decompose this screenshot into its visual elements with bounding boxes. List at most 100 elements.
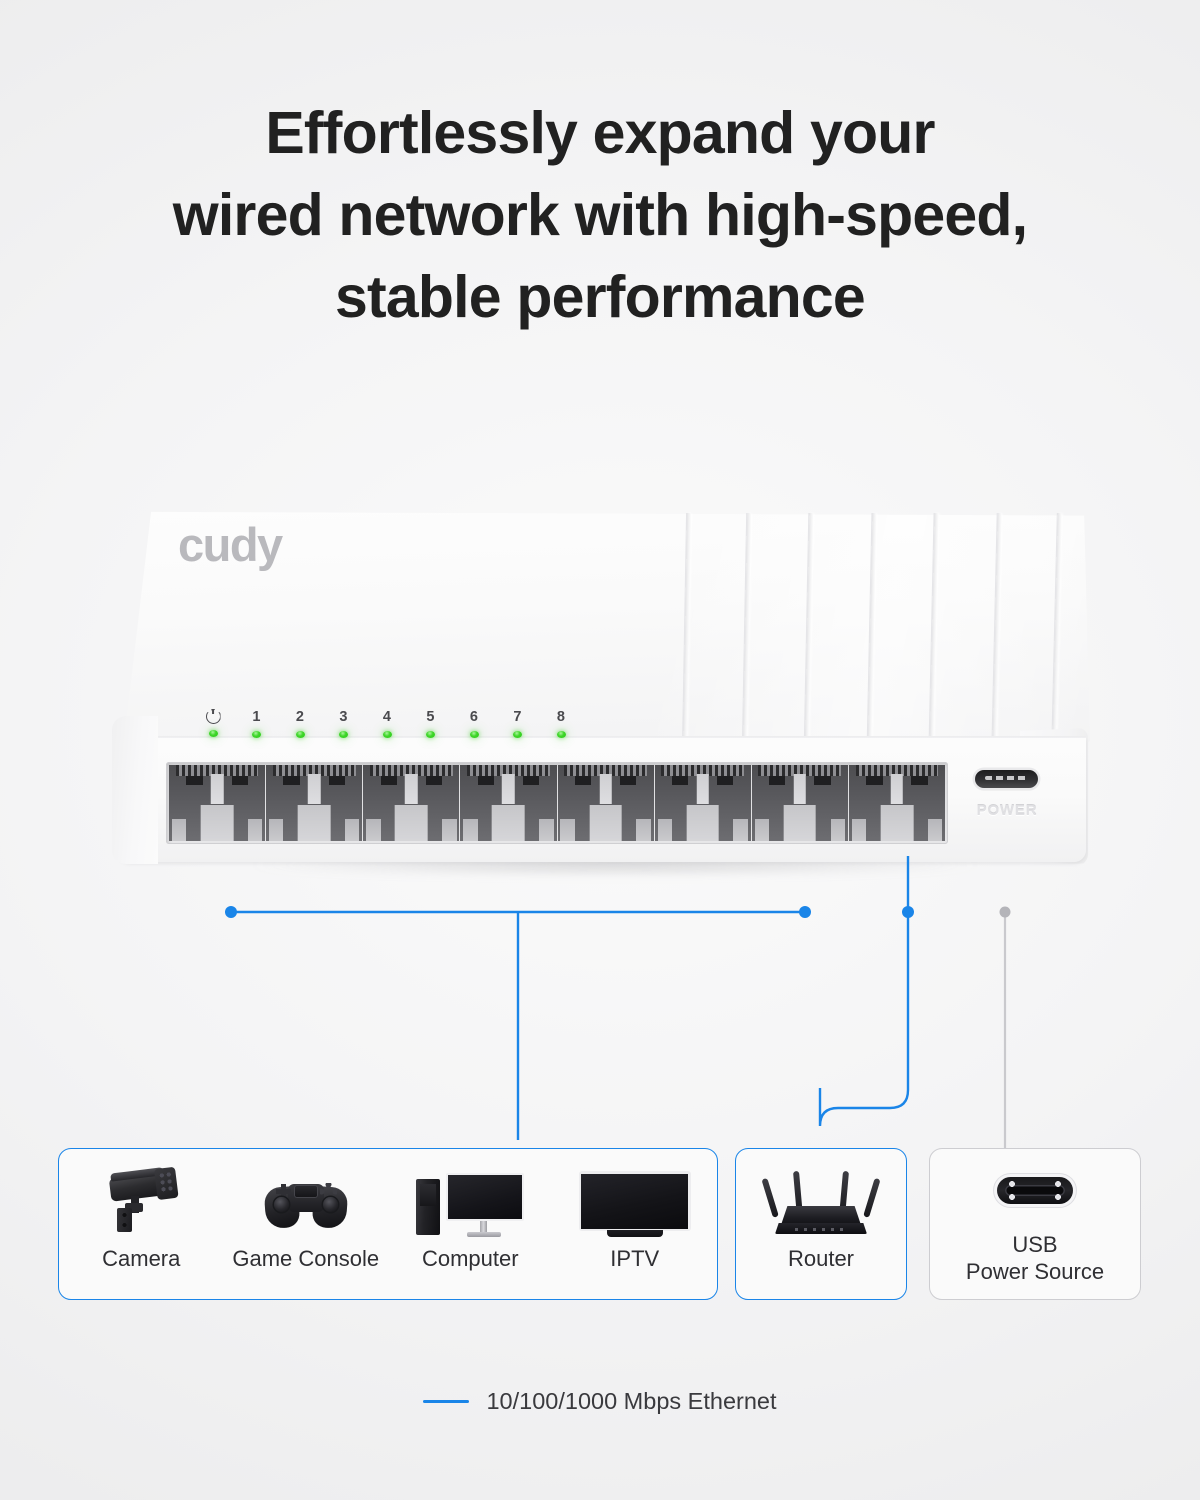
legend-label: 10/100/1000 Mbps Ethernet <box>486 1388 777 1414</box>
callout-label: Computer <box>421 1246 519 1271</box>
port-pin-contacts <box>564 765 647 776</box>
callout-label: Camera <box>102 1246 181 1271</box>
port-shadow-notch <box>425 776 443 785</box>
port-keyway <box>880 805 914 841</box>
port-inner-step <box>754 819 770 841</box>
cudy-brand-logo: cudy <box>178 518 283 571</box>
led-port-7: 7 <box>501 709 535 738</box>
port-latch-slot <box>890 774 904 804</box>
connected-devices-callout-box: Camera Game Console <box>58 1148 718 1300</box>
port-pin-contacts <box>758 765 842 776</box>
port-keyway <box>686 805 720 841</box>
power-symbol-icon <box>196 709 230 724</box>
port-latch-slot <box>696 774 709 804</box>
port-shadow-notch <box>866 776 883 785</box>
page-title: Effortlessly expand your wired network w… <box>0 92 1200 338</box>
usb-anchor-dot <box>999 906 1011 918</box>
legend-line-swatch <box>423 1400 470 1403</box>
port-pin-contacts <box>467 765 550 776</box>
port-inner-step <box>442 819 457 841</box>
callout-item-iptv: IPTV <box>553 1149 718 1299</box>
device-front-top-edge <box>118 736 1086 739</box>
ethernet-port-1 <box>169 765 266 841</box>
led-indicator-light <box>339 731 348 738</box>
led-port-8: 8 <box>544 709 578 738</box>
ports-anchor-dot-right <box>799 906 811 918</box>
port-shadow-notch <box>671 776 689 785</box>
port-inner-step <box>733 819 748 841</box>
led-indicator-light <box>295 731 305 738</box>
led-indicator-row: 1 2 3 4 5 6 7 8 <box>196 709 596 751</box>
port-shadow-notch <box>283 776 300 785</box>
ethernet-port-6 <box>654 765 751 841</box>
port-inner-step <box>657 819 672 841</box>
usb-power-source-callout-box: USB Power Source <box>929 1148 1141 1300</box>
callout-item-camera: Camera <box>59 1149 224 1299</box>
security-camera-icon <box>59 1163 224 1237</box>
port-shadow-notch <box>717 776 734 785</box>
led-indicator-light <box>556 731 566 738</box>
callout-label: Router <box>787 1246 855 1271</box>
callout-item-game-console: Game Console <box>224 1149 389 1299</box>
device-top-face <box>123 511 1090 742</box>
led-label: 8 <box>556 709 566 725</box>
port-keyway <box>394 805 428 841</box>
port-shadow-notch <box>620 776 637 785</box>
router-anchor-dot <box>902 906 914 918</box>
port-inner-step <box>636 819 651 841</box>
television-icon <box>553 1163 718 1237</box>
port-inner-step <box>830 819 845 841</box>
port-shadow-notch <box>328 776 345 785</box>
device-top-highlight <box>123 511 1090 742</box>
port-keyway <box>783 805 817 841</box>
ethernet-port-7 <box>751 765 848 841</box>
led-indicator-light <box>382 731 392 738</box>
led-port-2: 2 <box>283 709 317 738</box>
port-shadow-notch <box>522 776 540 785</box>
port-inner-step <box>463 819 478 841</box>
led-label: 1 <box>252 709 261 725</box>
port-pin-contacts <box>272 765 356 776</box>
device-left-side-face <box>112 716 158 864</box>
headline-line-1: Effortlessly expand your <box>265 100 935 166</box>
ethernet-port-8 <box>848 765 945 841</box>
port-latch-slot <box>793 774 807 804</box>
led-port-4: 4 <box>370 709 404 738</box>
port-pin-contacts <box>661 765 744 776</box>
port-inner-step <box>269 819 284 841</box>
port-latch-slot <box>599 774 612 804</box>
led-label: 3 <box>339 709 348 725</box>
port-shadow-notch <box>231 776 248 785</box>
callout-item-computer: Computer <box>388 1149 553 1299</box>
port-latch-slot <box>502 774 515 804</box>
port-inner-step <box>851 819 867 841</box>
led-label: 6 <box>469 709 479 725</box>
led-port-3: 3 <box>327 709 361 738</box>
ethernet-port-4 <box>460 765 557 841</box>
router-connector-line <box>818 856 910 1127</box>
ethernet-port-3 <box>363 765 460 841</box>
port-inner-step <box>171 819 187 841</box>
usb-label-line-1: USB <box>1012 1232 1058 1257</box>
port-inner-step <box>539 819 554 841</box>
port-shadow-notch <box>814 776 831 785</box>
ports-anchor-dot-left <box>225 906 237 918</box>
port-pin-contacts <box>175 765 259 776</box>
port-inner-step <box>927 819 943 841</box>
usb-c-connector-icon <box>997 1177 1073 1204</box>
led-label: 5 <box>426 709 435 725</box>
led-indicator-light <box>469 731 479 738</box>
port-inner-step <box>344 819 360 841</box>
headline-line-3: stable performance <box>335 264 866 330</box>
led-port-6: 6 <box>457 709 491 738</box>
router-callout-box: Router <box>735 1148 907 1300</box>
port-pin-contacts <box>369 765 453 776</box>
game-controller-icon <box>224 1163 389 1237</box>
led-label: 4 <box>382 709 392 725</box>
port-shadow-notch <box>380 776 397 785</box>
port-keyway <box>492 805 525 841</box>
callout-label: IPTV <box>610 1246 660 1271</box>
